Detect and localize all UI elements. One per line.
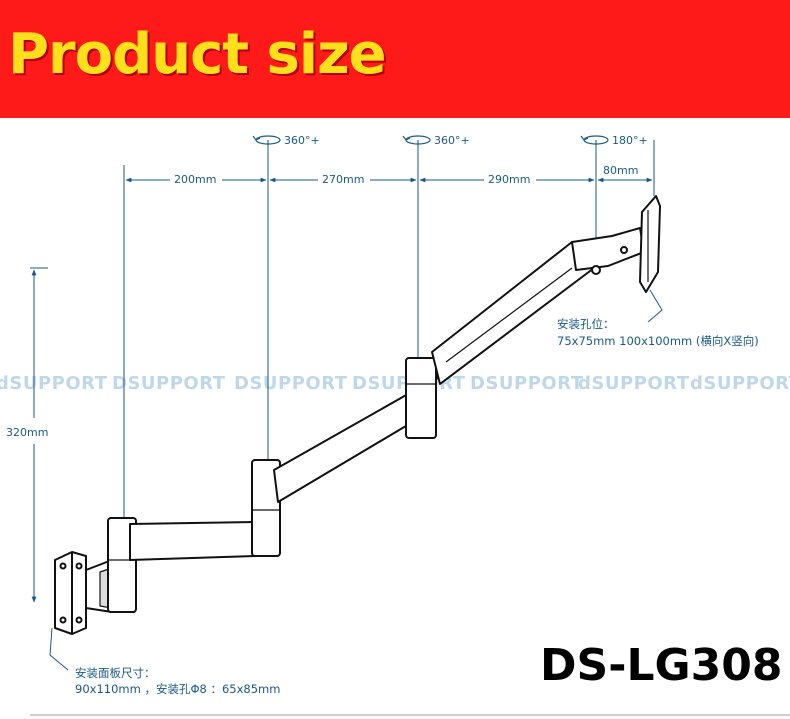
vesa-note-title: 安装孔位： bbox=[557, 317, 615, 331]
leader-vesa bbox=[647, 289, 663, 323]
rotation-indicators: 360°+ 360°+ 180°+ bbox=[252, 134, 648, 147]
rotation-icon-2 bbox=[402, 135, 431, 145]
height-label: 320mm bbox=[6, 426, 48, 439]
dim-label-200: 200mm bbox=[174, 173, 216, 186]
watermark-row: dSUPPORT DSUPPORT DSUPPORT DSUPPORT DSUP… bbox=[0, 373, 790, 394]
vesa-note-sizes: 75x75mm 100x100mm (横向X竖向) bbox=[557, 334, 759, 348]
rotation-label-1: 360°+ bbox=[284, 134, 320, 147]
dimension-labels: 200mm 270mm 290mm 80mm bbox=[170, 164, 638, 186]
plate-note-sizes: 90x110mm ，安装孔Φ8 ：65x85mm bbox=[75, 682, 280, 696]
banner-title: Product size bbox=[8, 22, 387, 87]
leader-lines bbox=[49, 289, 663, 671]
pivot-column-3 bbox=[405, 357, 437, 439]
rotation-icon-1 bbox=[252, 135, 281, 145]
notes: 安装孔位： 75x75mm 100x100mm (横向X竖向) 安装面板尺寸： … bbox=[75, 317, 759, 696]
watermark-1: dSUPPORT bbox=[0, 373, 108, 394]
pivot-column-2 bbox=[251, 459, 281, 557]
rotation-icon-3 bbox=[580, 135, 609, 145]
dim-label-80: 80mm bbox=[603, 164, 638, 177]
dim-label-270: 270mm bbox=[322, 173, 364, 186]
arm-segment-1 bbox=[129, 521, 257, 561]
dim-label-290: 290mm bbox=[488, 173, 530, 186]
header-banner: Product size bbox=[0, 0, 790, 118]
leader-plate bbox=[49, 627, 69, 671]
vesa-plate bbox=[639, 195, 661, 293]
watermark-2: DSUPPORT bbox=[112, 373, 226, 394]
bottom-divider bbox=[30, 714, 790, 716]
watermark-6: dSUPPORT bbox=[578, 373, 690, 394]
watermark-5: DSUPPORT bbox=[470, 373, 584, 394]
watermark-7: dSUPPORT bbox=[690, 373, 790, 394]
extension-lines bbox=[123, 140, 655, 520]
model-number: DS-LG308 bbox=[540, 640, 783, 691]
arm-drawing bbox=[54, 195, 661, 635]
arm-segment-2 bbox=[273, 393, 417, 503]
tilt-head bbox=[571, 227, 645, 271]
rotation-label-2: 360°+ bbox=[434, 134, 470, 147]
height-dimension: 320mm bbox=[6, 267, 48, 603]
wall-plate bbox=[54, 551, 87, 635]
watermark-3: DSUPPORT bbox=[234, 373, 348, 394]
rotation-label-3: 180°+ bbox=[612, 134, 648, 147]
plate-note-title: 安装面板尺寸： bbox=[75, 666, 156, 680]
